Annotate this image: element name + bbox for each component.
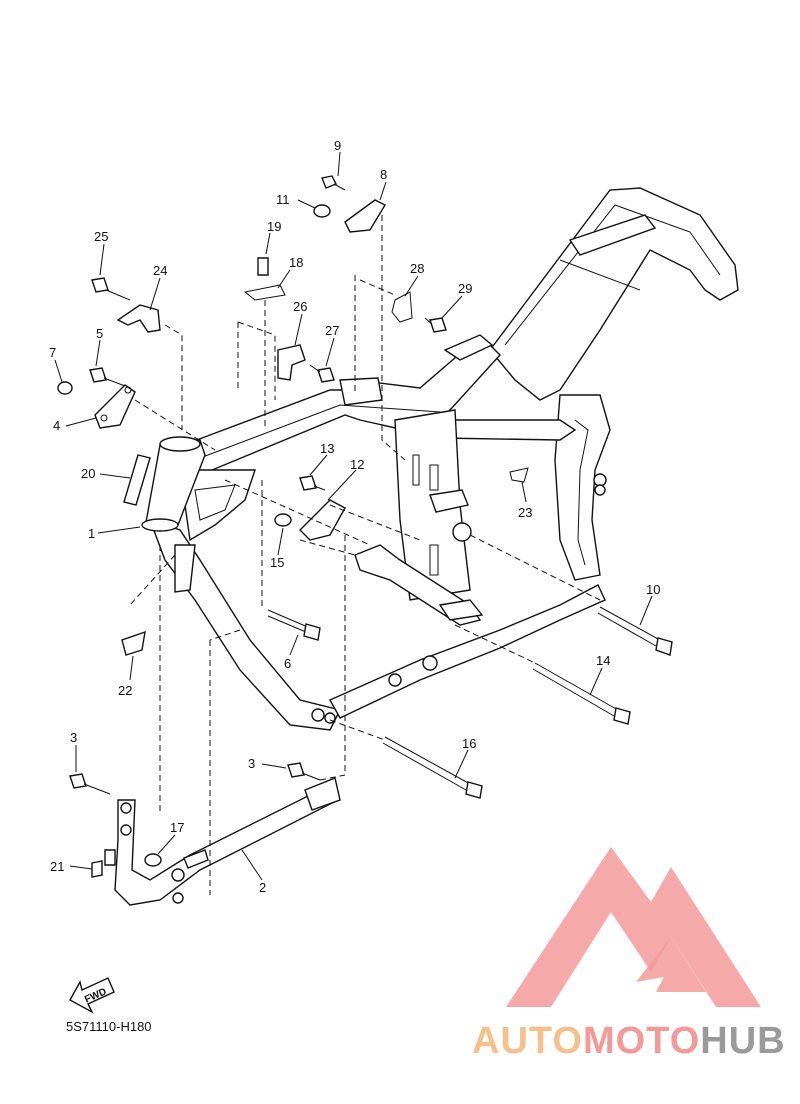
callout-28: 28: [410, 261, 424, 276]
callout-25: 25: [94, 229, 108, 244]
callout-29: 29: [458, 281, 472, 296]
motorcycle-frame: [141, 187, 739, 731]
callout-17: 17: [170, 820, 184, 835]
callout-20: 20: [81, 466, 95, 481]
callout-9: 9: [334, 138, 341, 153]
diagram-code: 5S71110-H180: [66, 1019, 152, 1034]
callout-3-right: 3: [248, 756, 255, 771]
callout-23: 23: [518, 505, 532, 520]
callout-10: 10: [646, 582, 660, 597]
leader-lines: [54, 151, 653, 881]
watermark-auto: AUTO: [472, 1020, 583, 1062]
automotohub-logo-icon: [506, 847, 761, 1007]
callout-16: 16: [462, 736, 476, 751]
front-cradle-assembly: [104, 777, 341, 906]
callout-27: 27: [325, 323, 339, 338]
hardware-parts: [57, 175, 673, 878]
callout-3-left: 3: [70, 730, 77, 745]
callout-8: 8: [380, 167, 387, 182]
watermark-moto: MOTO: [582, 1020, 701, 1062]
callout-19: 19: [267, 219, 281, 234]
callout-numbers: 1 2 3 3 4 5 6 7 8 9 10 11 12 13 14 15 16…: [49, 138, 660, 895]
callout-21: 21: [50, 859, 64, 874]
callout-18: 18: [289, 255, 303, 270]
callout-22: 22: [118, 683, 132, 698]
callout-11: 11: [276, 192, 290, 207]
automotohub-watermark: AUTOMOTOHUB: [472, 1020, 786, 1063]
callout-7: 7: [49, 345, 56, 360]
callout-14: 14: [596, 653, 610, 668]
callout-1: 1: [88, 526, 95, 541]
callout-15: 15: [270, 555, 284, 570]
callout-2: 2: [259, 880, 266, 895]
callout-5: 5: [96, 326, 103, 341]
fwd-arrow-icon: FWD: [69, 977, 115, 1014]
callout-6: 6: [284, 656, 291, 671]
callout-24: 24: [153, 263, 167, 278]
callout-13: 13: [320, 441, 334, 456]
callout-4: 4: [53, 418, 60, 433]
callout-26: 26: [293, 299, 307, 314]
reference-lines: [129, 215, 601, 895]
callout-12: 12: [350, 457, 364, 472]
watermark-hub: HUB: [700, 1020, 786, 1062]
